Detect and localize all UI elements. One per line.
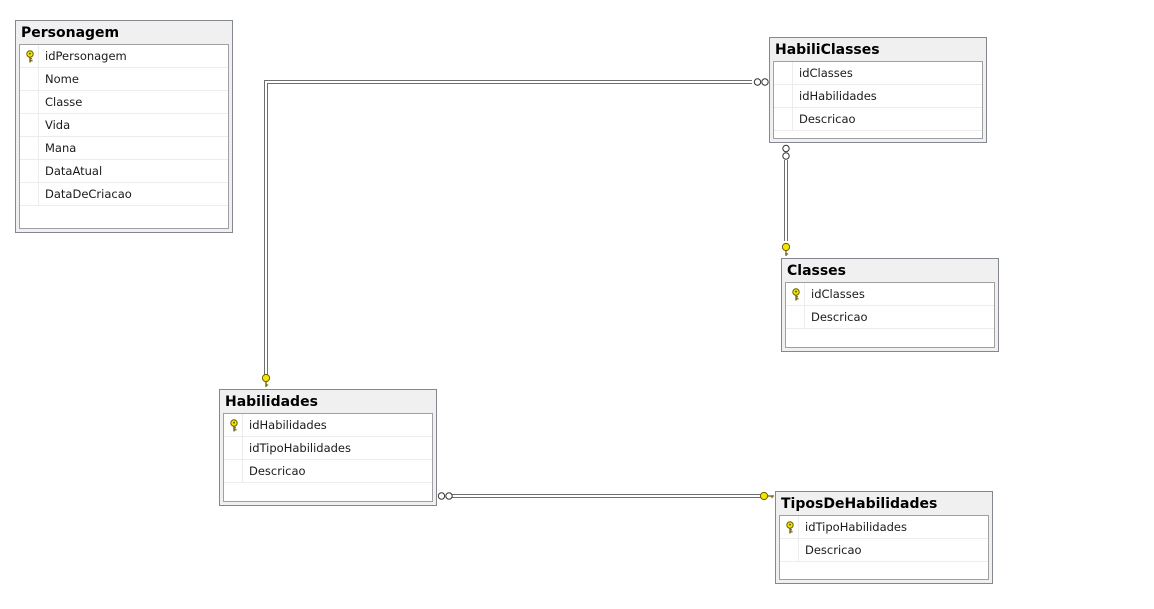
key-icon <box>759 491 774 501</box>
column-row[interactable]: idHabilidades <box>224 414 432 437</box>
row-selector[interactable] <box>20 160 39 182</box>
key-icon <box>261 373 271 387</box>
column-name: idHabilidades <box>799 89 877 103</box>
column-name: idTipoHabilidades <box>805 520 907 534</box>
column-name: Descricao <box>811 310 868 324</box>
column-name: idClasses <box>811 287 865 301</box>
row-selector[interactable] <box>780 539 799 561</box>
column-row[interactable]: idClasses <box>786 283 994 306</box>
infinity-icon <box>437 492 453 500</box>
row-selector[interactable] <box>780 516 799 538</box>
column-name: Vida <box>45 118 71 132</box>
column-name: idTipoHabilidades <box>249 441 351 455</box>
relationship-habilidades-tiposdehabilidades[interactable] <box>437 491 774 501</box>
column-name: idClasses <box>799 66 853 80</box>
relationship-habiliclasses-classes[interactable] <box>781 144 791 256</box>
column-name: Mana <box>45 141 77 155</box>
column-row[interactable]: idHabilidades <box>774 85 982 108</box>
key-icon <box>781 242 791 256</box>
column-row[interactable]: idTipoHabilidades <box>780 516 988 539</box>
row-selector[interactable] <box>786 306 805 328</box>
row-selector[interactable] <box>224 460 243 482</box>
column-name: DataAtual <box>45 164 103 178</box>
row-selector[interactable] <box>20 114 39 136</box>
column-row[interactable]: Descricao <box>780 539 988 562</box>
column-name: Descricao <box>805 543 862 557</box>
column-row[interactable]: Classe <box>20 91 228 114</box>
column-name: Nome <box>45 72 79 86</box>
column-row[interactable]: idClasses <box>774 62 982 85</box>
column-row[interactable]: Descricao <box>786 306 994 329</box>
column-row[interactable]: idTipoHabilidades <box>224 437 432 460</box>
column-name: idHabilidades <box>249 418 327 432</box>
row-selector[interactable] <box>20 183 39 205</box>
column-name: DataDeCriacao <box>45 187 132 201</box>
table-title: Personagem <box>21 25 120 41</box>
column-row[interactable]: Vida <box>20 114 228 137</box>
row-selector[interactable] <box>774 85 793 107</box>
column-name: idPersonagem <box>45 49 127 63</box>
table-habilidades[interactable]: Habilidades idHabilidades idTipoHabilidad… <box>219 389 437 506</box>
row-selector[interactable] <box>224 437 243 459</box>
column-row[interactable]: Descricao <box>774 108 982 131</box>
relationship-habiliclasses-habilidades[interactable] <box>261 78 769 387</box>
column-name: Descricao <box>799 112 856 126</box>
infinity-icon <box>753 78 769 86</box>
table-title: Classes <box>787 263 847 279</box>
row-selector[interactable] <box>774 62 793 84</box>
row-selector[interactable] <box>774 108 793 130</box>
column-row[interactable]: Mana <box>20 137 228 160</box>
table-title: HabiliClasses <box>775 42 880 58</box>
column-row[interactable]: DataDeCriacao <box>20 183 228 206</box>
row-selector[interactable] <box>20 45 39 67</box>
row-selector[interactable] <box>20 68 39 90</box>
column-name: Classe <box>45 95 83 109</box>
table-title: TiposDeHabilidades <box>781 496 938 512</box>
column-row[interactable]: idPersonagem <box>20 45 228 68</box>
table-title: Habilidades <box>225 394 318 410</box>
column-name: Descricao <box>249 464 306 478</box>
infinity-icon <box>782 144 790 160</box>
row-selector[interactable] <box>786 283 805 305</box>
column-row[interactable]: Nome <box>20 68 228 91</box>
row-selector[interactable] <box>224 414 243 436</box>
row-selector[interactable] <box>20 91 39 113</box>
column-row[interactable]: Descricao <box>224 460 432 483</box>
column-row[interactable]: DataAtual <box>20 160 228 183</box>
row-selector[interactable] <box>20 137 39 159</box>
